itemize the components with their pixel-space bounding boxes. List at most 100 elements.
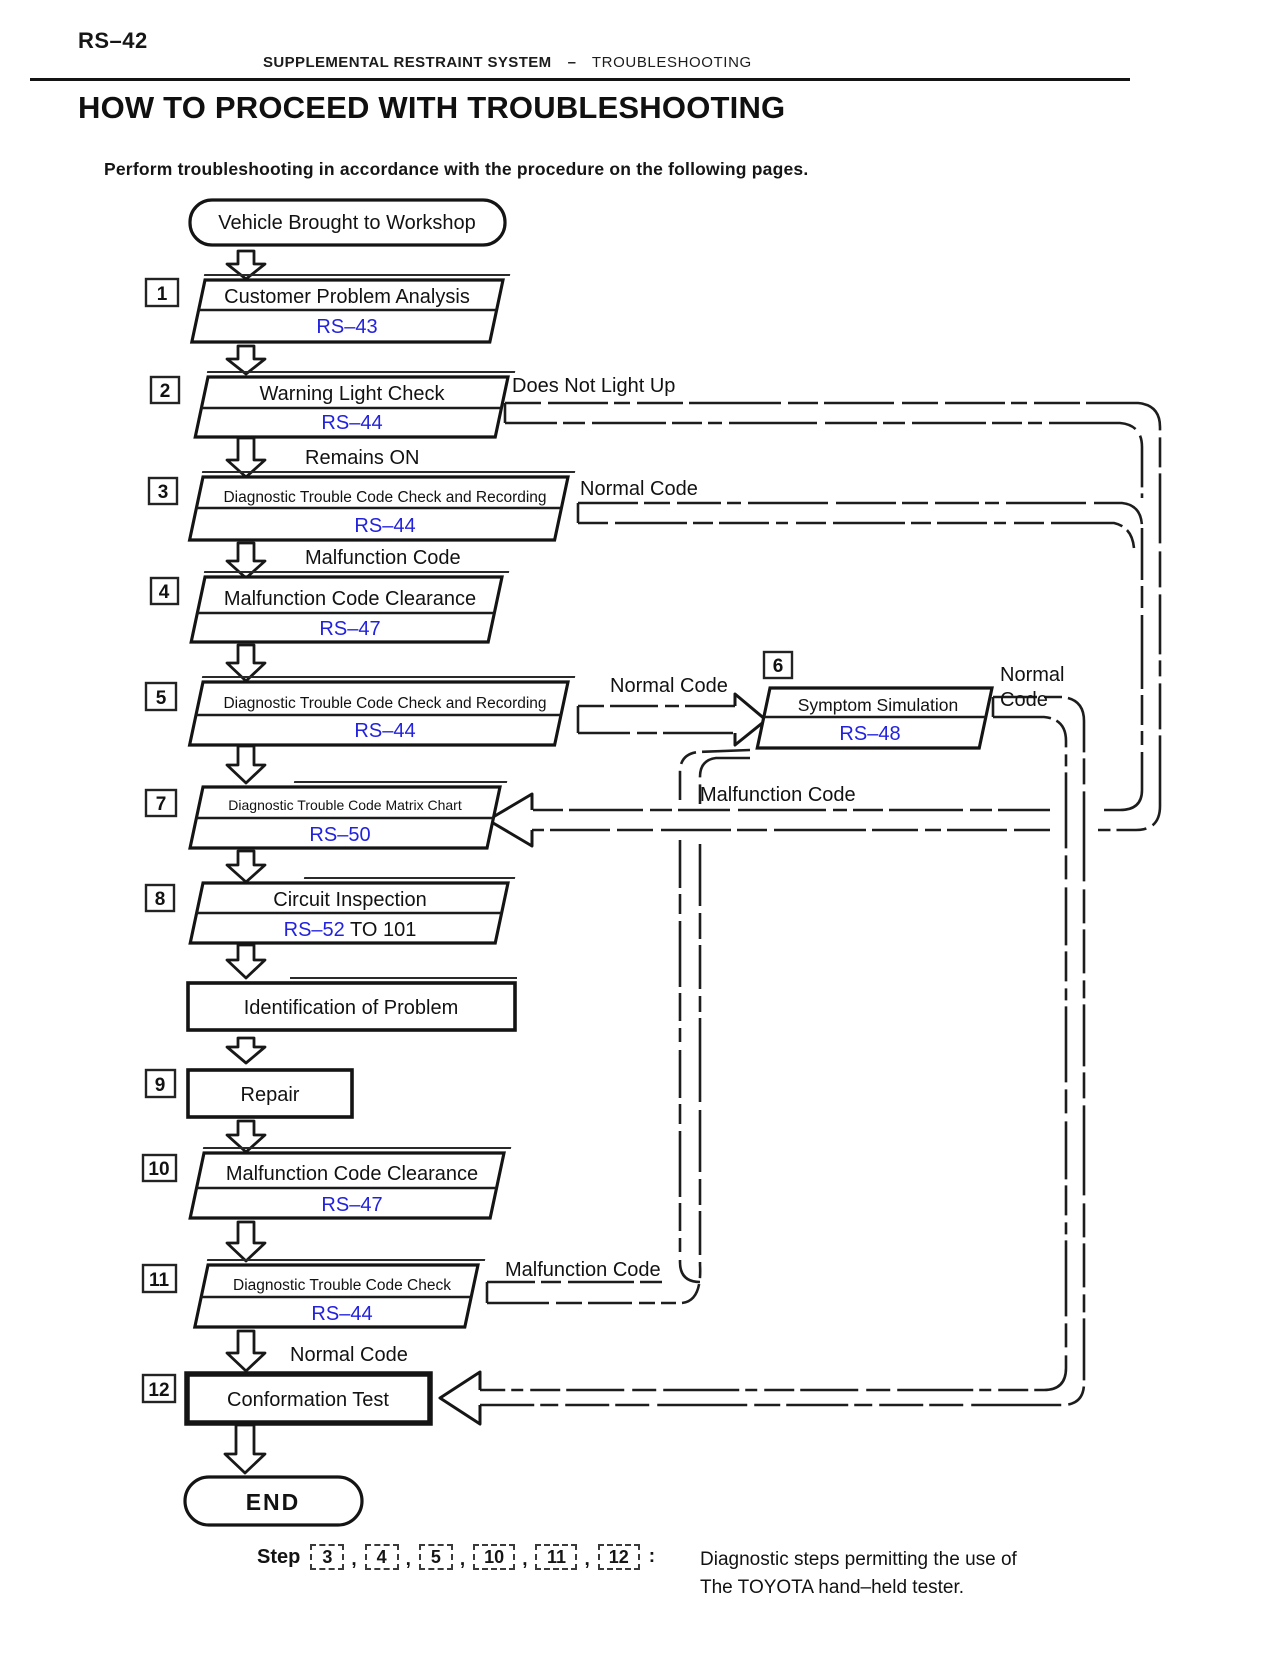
down-arrow-icon xyxy=(225,249,267,281)
step-number-2: 2 xyxy=(160,381,171,402)
start-label: Vehicle Brought to Workshop xyxy=(218,212,476,234)
step-badge-7 xyxy=(144,788,178,818)
flow-box-4-ref-link[interactable]: RS–47 xyxy=(319,618,380,640)
flow-box-8-title: Circuit Inspection xyxy=(273,889,426,911)
footnote-separator: , xyxy=(405,1549,411,1570)
flow-box-5-title: Diagnostic Trouble Code Check and Record… xyxy=(223,695,546,712)
step-number-8: 8 xyxy=(155,889,166,910)
footnote-description-line1: Diagnostic steps permitting the use of xyxy=(700,1549,1017,1570)
breadcrumb-separator: – xyxy=(567,54,576,71)
flow-box-5-ref-link[interactable]: RS–44 xyxy=(354,720,415,742)
step-number-11: 11 xyxy=(149,1270,170,1291)
flow-box-9 xyxy=(186,1068,354,1119)
footnote-step-3: 3 xyxy=(310,1544,345,1570)
step-number-9: 9 xyxy=(155,1075,166,1096)
down-arrow-icon xyxy=(225,1036,267,1065)
step-badge-5 xyxy=(144,681,178,712)
breadcrumb-subsection: TROUBLESHOOTING xyxy=(591,54,752,71)
step-badge-11 xyxy=(141,1263,178,1294)
step-number-12: 12 xyxy=(148,1380,169,1401)
down-arrow-icon xyxy=(225,1329,267,1373)
footnote-separator: , xyxy=(351,1549,357,1570)
down-arrow-icon xyxy=(225,344,267,376)
flow-box-5 xyxy=(187,676,576,747)
down-arrow-icon xyxy=(225,436,267,479)
step-number-7: 7 xyxy=(156,794,167,815)
troubleshooting-flowchart: Vehicle Brought to Workshop 1 Customer P… xyxy=(141,198,1162,1527)
step-number-5: 5 xyxy=(156,688,167,709)
flow-box-7-ref-link[interactable]: RS–50 xyxy=(309,824,370,846)
flow-box-6 xyxy=(755,686,994,750)
flow-box-4 xyxy=(189,571,510,644)
label-malfunction-code-mid: Malfunction Code xyxy=(700,784,856,806)
flow-box-7-title: Diagnostic Trouble Code Matrix Chart xyxy=(228,797,462,813)
step-number-10: 10 xyxy=(148,1159,169,1180)
footnote-step-4: 4 xyxy=(364,1544,399,1570)
flow-box-2-title: Warning Light Check xyxy=(260,383,446,405)
step-badge-9 xyxy=(144,1068,177,1099)
end-terminator xyxy=(183,1475,364,1527)
label-normal-code-step3: Normal Code xyxy=(580,478,698,500)
flow-box-identification-title: Identification of Problem xyxy=(244,997,459,1019)
flow-box-8-ref-suffix: TO 101 xyxy=(345,919,417,941)
flow-box-3-ref-link[interactable]: RS–44 xyxy=(354,515,415,537)
step-badge-6 xyxy=(762,650,794,680)
flow-box-1-ref-link[interactable]: RS–43 xyxy=(316,316,377,338)
step-number-1: 1 xyxy=(157,284,168,305)
footnote-step-5: 5 xyxy=(418,1544,453,1570)
footnote-steps: Step 3 , 4 , 5 , 10 , 11 , 12 : xyxy=(257,1543,655,1571)
down-arrow-icon xyxy=(225,1119,267,1154)
down-arrow-icon xyxy=(223,1423,267,1475)
flow-box-2 xyxy=(193,371,516,439)
left-arrowhead-into-step12-icon xyxy=(438,1370,482,1426)
label-remains-on: Remains ON xyxy=(305,447,419,469)
flow-box-identification xyxy=(186,981,517,1032)
step-badge-8 xyxy=(144,883,176,913)
start-terminator xyxy=(188,198,507,247)
footnote-description-line2: The TOYOTA hand–held tester. xyxy=(700,1576,965,1598)
pipe-normal-code-step6 xyxy=(480,695,1086,1407)
flow-box-8 xyxy=(188,877,516,945)
flow-box-12-title: Conformation Test xyxy=(227,1389,389,1411)
label-normal-code-step5: Normal Code xyxy=(610,675,728,697)
footnote-separator: , xyxy=(522,1549,528,1570)
flow-box-12 xyxy=(184,1371,433,1426)
down-arrow-icon xyxy=(225,744,267,785)
step-badge-4 xyxy=(149,576,180,606)
flow-box-10 xyxy=(188,1147,512,1220)
flow-box-1 xyxy=(189,274,511,344)
footnote-step-12: 12 xyxy=(597,1544,640,1570)
down-arrow-icon xyxy=(225,943,267,980)
flow-box-8-ref-link[interactable]: RS–52 xyxy=(284,919,345,941)
pipe-normal-code-step3 xyxy=(576,501,1144,549)
footnote-step-label: Step xyxy=(257,1545,301,1568)
step-badge-12 xyxy=(141,1373,177,1404)
label-code-right: Code xyxy=(1000,689,1048,711)
flow-box-9-title: Repair xyxy=(241,1084,300,1106)
step-badge-1 xyxy=(144,277,180,308)
down-arrow-icon xyxy=(225,1220,267,1263)
flow-box-3 xyxy=(187,471,576,542)
down-arrow-icon xyxy=(225,643,267,683)
footnote-step-11: 11 xyxy=(535,1544,578,1570)
flow-box-7 xyxy=(188,781,508,850)
intro-text: Perform troubleshooting in accordance wi… xyxy=(104,159,809,179)
footnote-colon: : xyxy=(648,1546,656,1567)
right-arrow-step5-to-step6 xyxy=(576,692,768,747)
label-does-not-light-up: Does Not Light Up xyxy=(512,375,675,397)
flow-box-10-ref-link[interactable]: RS–47 xyxy=(321,1194,382,1216)
flow-box-8-ref: RS–52 TO 101 xyxy=(284,919,417,941)
breadcrumb: SUPPLEMENTAL RESTRAINT SYSTEM – TROUBLES… xyxy=(263,54,752,71)
page-code: RS–42 xyxy=(78,28,148,53)
header-rule xyxy=(30,78,1130,81)
flow-box-6-ref-link[interactable]: RS–48 xyxy=(839,723,900,745)
pipe-does-not-light-up xyxy=(503,401,1162,832)
flow-box-6-title: Symptom Simulation xyxy=(798,695,958,715)
breadcrumb-section: SUPPLEMENTAL RESTRAINT SYSTEM xyxy=(263,54,552,71)
label-normal-code-step11: Normal Code xyxy=(290,1344,408,1366)
flow-box-11-title: Diagnostic Trouble Code Check xyxy=(233,1277,451,1294)
flow-box-2-ref-link[interactable]: RS–44 xyxy=(321,412,382,434)
step-badge-2 xyxy=(149,375,181,405)
end-label: END xyxy=(246,1489,301,1515)
flow-box-11-ref-link[interactable]: RS–44 xyxy=(311,1303,372,1325)
